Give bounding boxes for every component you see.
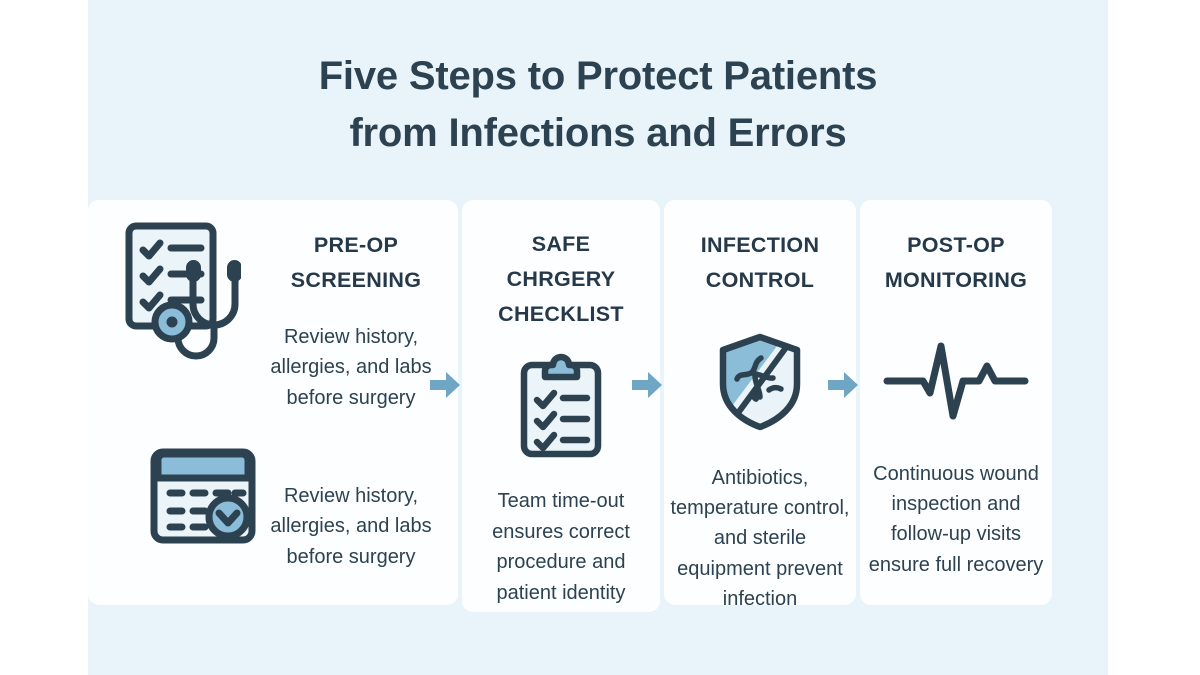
step-body-primary: Antibiotics, temperature control, and st… <box>670 466 850 611</box>
step-card-pre-op-screening[interactable]: PRE-OP SCREENING Review history, allergi… <box>88 200 458 605</box>
step-card-post-op-monitoring[interactable]: POST-OP MONITORING Continuous wound insp… <box>860 200 1052 605</box>
step-card-title: SAFE CHRGERY CHECKLIST <box>498 227 624 331</box>
page-title-line-1: Five Steps to Protect Patients <box>318 54 878 98</box>
clipboard-stethoscope-icon <box>121 220 242 375</box>
step-card-title: POST-OP MONITORING <box>885 228 1027 298</box>
step-title-line-2: SCREENING <box>290 267 422 292</box>
shield-germ-blocked-icon <box>715 332 805 437</box>
arrow-step1-to-step2-icon <box>428 368 462 402</box>
step-card-safe-surgery-checklist[interactable]: SAFE CHRGERY CHECKLIST <box>462 200 660 612</box>
page-title: Five Steps to Protect Patients from Infe… <box>88 48 1108 162</box>
step-title-line-1: SAFE <box>531 232 591 256</box>
step-body-secondary: Review history, allergies, and labs befo… <box>270 485 432 568</box>
arrow-step3-to-step4-icon <box>826 368 860 402</box>
step-title-line-2: MONITORING <box>884 267 1028 292</box>
step-body-primary: Review history, allergies, and labs befo… <box>270 326 432 409</box>
step-title-line-3: CHECKLIST <box>498 301 624 326</box>
arrow-step2-to-step3-icon <box>630 368 664 402</box>
step-title-line-2: CONTROL <box>705 267 815 292</box>
step-card-title: PRE-OP SCREENING <box>258 228 454 298</box>
step-title-line-1: INFECTION <box>700 233 820 257</box>
page-title-line-2: from Infections and Errors <box>349 110 847 155</box>
step-title-line-1: PRE-OP <box>313 233 399 257</box>
ecg-heartbeat-icon <box>883 336 1029 427</box>
step-body-primary: Team time-out ensures correct procedure … <box>492 490 630 604</box>
step-card-title: INFECTION CONTROL <box>701 228 820 298</box>
step-card-infection-control[interactable]: INFECTION CONTROL <box>664 200 856 610</box>
step-title-line-2: CHRGERY <box>506 266 616 291</box>
steps-row: PRE-OP SCREENING Review history, allergi… <box>88 200 1108 612</box>
step-title-line-1: POST-OP <box>907 233 1005 257</box>
clipboard-checklist-icon <box>515 353 607 464</box>
calendar-clock-icon <box>148 446 258 551</box>
step-body-primary: Continuous wound inspection and follow-u… <box>868 462 1044 576</box>
